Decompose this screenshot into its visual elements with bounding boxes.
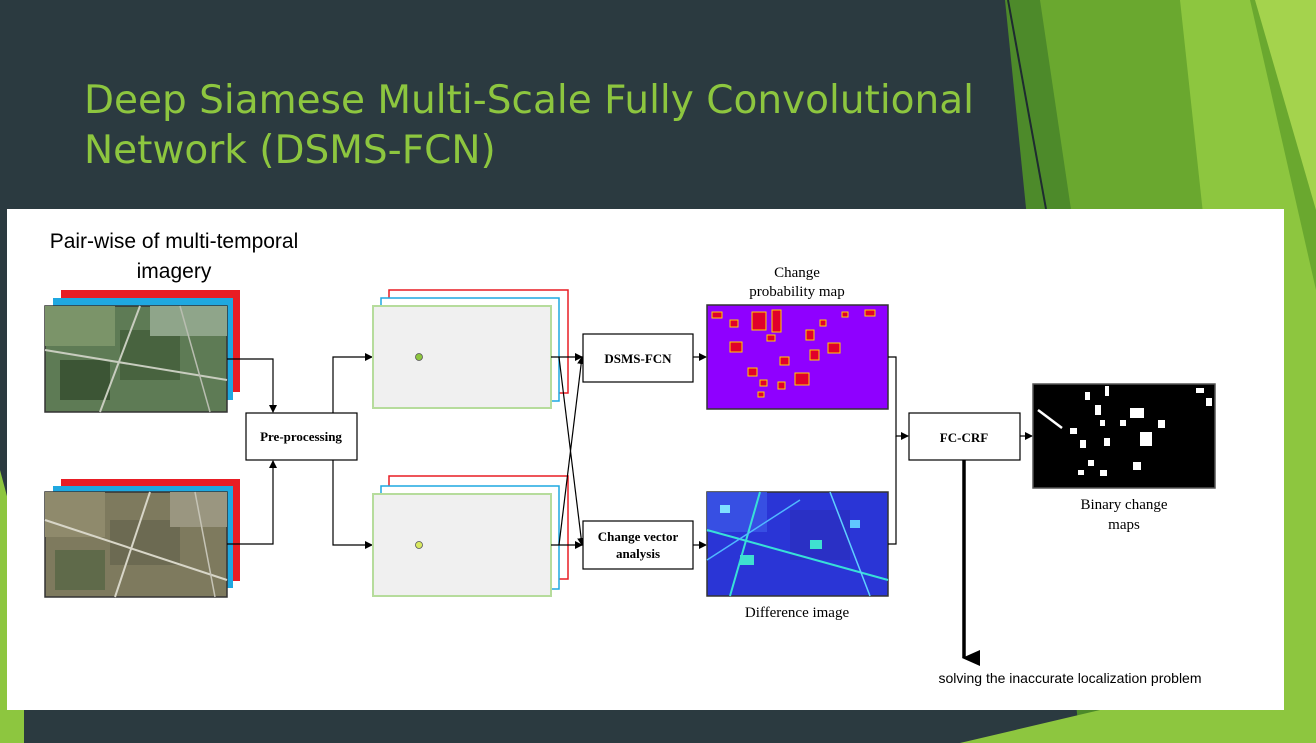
arrow-probmap-to-fccrf	[888, 356, 909, 440]
binary-label-line1: Binary change	[1080, 497, 1167, 513]
arrow-diffimage-to-fccrf	[888, 436, 897, 545]
deco-line	[1007, 0, 1047, 210]
input-image-t2	[44, 491, 228, 598]
arrow-preprocessing-to-top	[332, 353, 373, 413]
cva-label-line2: analysis	[616, 546, 660, 561]
preprocessing-box	[245, 412, 358, 461]
difference-image	[706, 491, 889, 597]
cva-label-line1: Change vector	[598, 529, 679, 544]
annotation-text: solving the inaccurate localization prob…	[938, 670, 1201, 686]
arrow-bottom-to-dsms	[558, 356, 586, 546]
input-label-line2: imagery	[137, 260, 212, 283]
diagram-panel: Pair-wise of multi-temporal imagery	[7, 209, 1284, 710]
input-image-t1	[44, 305, 228, 413]
change-probability-map	[706, 304, 889, 410]
feature-stack-top-front	[372, 305, 552, 409]
feature-stack-bottom-front	[372, 493, 552, 597]
cva-box	[582, 520, 694, 570]
preprocessing-label: Pre-processing	[260, 429, 342, 444]
slide-title-line2: Network (DSMS-FCN)	[84, 128, 496, 173]
slide-title-line1: Deep Siamese Multi-Scale Fully Convoluti…	[84, 78, 974, 123]
dsms-fcn-box	[582, 333, 694, 383]
feature-dot-top	[415, 353, 423, 361]
slide-title: Deep Siamese Multi-Scale Fully Convoluti…	[84, 76, 1024, 176]
deco-shape-bottom-right	[960, 640, 1316, 743]
binary-change-map	[1032, 383, 1216, 489]
arrow-t1-to-preprocessing	[227, 358, 277, 413]
fc-crf-label: FC-CRF	[940, 430, 988, 445]
input-label-line1: Pair-wise of multi-temporal	[50, 230, 299, 253]
arrow-t2-to-preprocessing	[227, 460, 277, 545]
difference-image-label: Difference image	[745, 605, 850, 621]
feature-dot-bottom	[415, 541, 423, 549]
dsms-fcn-label: DSMS-FCN	[604, 351, 672, 366]
change-prob-label-line1: Change	[774, 265, 820, 281]
change-prob-label-line2: probability map	[749, 284, 844, 300]
pipeline-diagram: Pair-wise of multi-temporal imagery	[44, 230, 1216, 686]
arrow-preprocessing-to-bottom	[332, 460, 373, 549]
binary-label-line2: maps	[1108, 517, 1140, 533]
deco-shape-bright	[1255, 0, 1316, 210]
